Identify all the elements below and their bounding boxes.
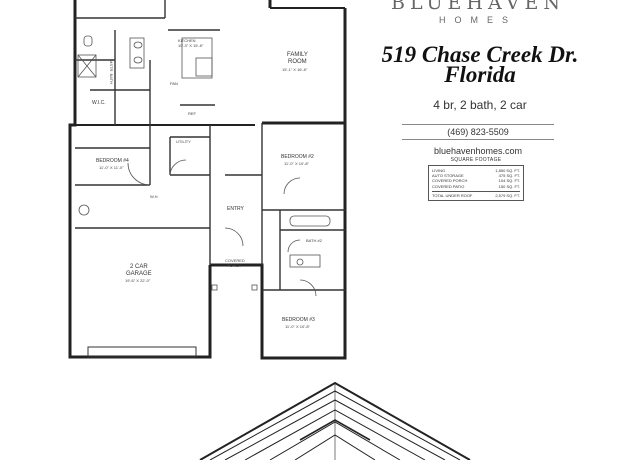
sqft-value: 1,850 SQ. FT.: [495, 168, 520, 173]
sqft-value: 104 SQ. FT.: [498, 178, 520, 184]
label-utility: UTILITY: [176, 139, 191, 144]
sqft-value: 475 SQ. FT.: [498, 173, 520, 179]
sqft-row: COVERED PATIO 150 SQ. FT.: [432, 184, 520, 189]
sqft-row: LIVING 1,850 SQ. FT.: [432, 168, 520, 173]
sqft-table-body: LIVING 1,850 SQ. FT. AUTO STORAGE 475 SQ…: [428, 165, 524, 202]
sqft-label: COVERED PORCH: [432, 178, 468, 184]
sqft-total-row: TOTAL UNDER ROOF 2,579 SQ. FT.: [432, 190, 520, 198]
label-bedroom-2: BEDROOM #2: [281, 154, 314, 160]
sqft-total-label: TOTAL UNDER ROOF: [432, 192, 473, 198]
label-bath-2: BATH #2: [306, 238, 323, 243]
label-entry: ENTRY: [227, 206, 245, 212]
label-pantry: PAN: [170, 81, 178, 86]
label-garage-line1: 2 CAR: [130, 264, 148, 270]
sqft-label: AUTO STORAGE: [432, 173, 464, 179]
sqft-title: SQUARE FOOTAGE: [450, 157, 502, 163]
brand-sub: HOMES: [438, 15, 517, 25]
sqft-total-value: 2,579 SQ. FT.: [495, 192, 520, 198]
label-family: FAMILY: [287, 52, 308, 58]
label-kitchen: KITCHEN: [178, 38, 196, 43]
sqft-row: COVERED PORCH 104 SQ. FT.: [432, 178, 520, 183]
address-line-2: Florida: [444, 62, 516, 87]
phone-number[interactable]: (469) 823-5509: [402, 124, 554, 140]
sqft-value: 150 SQ. FT.: [498, 183, 520, 189]
label-bedroom-2-dim: 11'-0" X 10'-8": [284, 161, 310, 166]
address-line-1: 519 Chase Creek Dr.: [381, 42, 579, 67]
website-link[interactable]: bluehavenhomes.com: [433, 146, 523, 156]
home-specs: 4 br, 2 bath, 2 car: [433, 98, 527, 112]
label-family-dim: 15'-1" X 16'-8": [282, 67, 308, 72]
square-footage-table: SQUARE FOOTAGE LIVING 1,850 SQ. FT. AUTO…: [428, 157, 524, 202]
label-covered: COVERED: [225, 258, 245, 263]
label-porch: PORCH: [227, 263, 242, 268]
label-bedroom-3: BEDROOM #3: [282, 317, 315, 323]
label-kitchen-dim: 10'-3" X 15'-8": [178, 43, 204, 48]
label-bedroom-4-dim: 11'-0" X 11'-0": [99, 165, 124, 170]
label-master-bath: MSTR. BATH: [109, 60, 114, 84]
label-ref: REF: [188, 111, 197, 116]
label-garage-dim: 19'-6" X 22'-0": [125, 278, 151, 283]
sqft-label: LIVING: [432, 168, 446, 173]
label-wic: W.I.C.: [92, 100, 106, 106]
label-room: ROOM: [288, 59, 307, 65]
label-bedroom-4: BEDROOM #4: [96, 158, 129, 164]
brand-name: BLUEHAVEN: [391, 0, 565, 14]
label-bedroom-3-dim: 11'-0" X 10'-8": [285, 324, 311, 329]
sqft-row: AUTO STORAGE 475 SQ. FT.: [432, 173, 520, 178]
brand-logo: BLUEHAVEN HOMES: [368, 0, 588, 25]
sqft-label: COVERED PATIO: [432, 183, 465, 189]
label-garage-line2: GARAGE: [126, 271, 152, 277]
label-water-heater: W.H.: [150, 194, 159, 199]
